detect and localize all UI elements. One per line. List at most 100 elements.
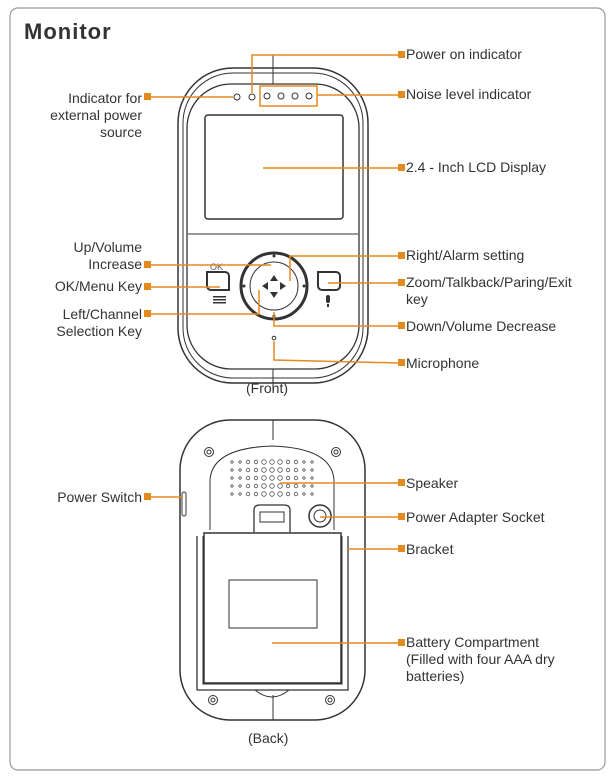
speaker-hole (253, 491, 259, 497)
speaker-hole (269, 459, 275, 465)
label-right-alarm: Right/Alarm setting (406, 247, 525, 263)
speaker-hole (293, 475, 299, 481)
speaker-hole (285, 483, 291, 489)
speaker-hole (285, 475, 291, 481)
speaker-hole (302, 476, 306, 480)
label-line: external power (50, 107, 142, 123)
speaker-hole (302, 468, 306, 472)
speaker-hole (238, 484, 242, 488)
speaker-hole (277, 467, 283, 473)
speaker-hole (269, 491, 275, 497)
label-noise-level-indicator: Noise level indicator (406, 86, 532, 102)
label-line: Zoom/Talkback/Paring/Exit (406, 274, 572, 290)
speaker-hole (230, 468, 234, 472)
label-battery-compartment: Battery Compartment (Filled with four AA… (406, 634, 555, 685)
speaker-hole (285, 459, 291, 465)
page-title: Monitor (24, 19, 112, 44)
speaker-hole (253, 475, 259, 481)
speaker-hole (285, 467, 291, 473)
speaker-hole (277, 459, 283, 465)
label-line: source (99, 124, 142, 140)
label-up-volume: Up/Volume Increase (74, 239, 142, 273)
frame-border (9, 7, 606, 771)
zoom-key (317, 271, 341, 291)
speaker-hole (310, 484, 314, 488)
speaker-hole (253, 467, 259, 473)
back-caption: (Back) (248, 730, 289, 746)
speaker-hole (245, 483, 251, 489)
label-line: Selection Key (56, 323, 142, 339)
speaker-hole (269, 475, 275, 481)
label-line: batteries) (406, 668, 465, 684)
speaker-hole (293, 467, 299, 473)
bracket (196, 536, 349, 691)
speaker-hole (269, 467, 275, 473)
leader-lines (148, 54, 401, 644)
speaker-hole (293, 491, 299, 497)
speaker-hole (310, 492, 314, 496)
label-ok-menu-key: OK/Menu Key (54, 278, 142, 294)
front-caption: (Front) (246, 380, 288, 396)
power-switch (181, 491, 187, 517)
ok-key-text: OK (210, 262, 223, 272)
label-microphone: Microphone (406, 355, 480, 371)
label-line: (Filled with four AAA dry (406, 651, 555, 667)
speaker-hole (238, 468, 242, 472)
speaker-hole (245, 475, 251, 481)
speaker-hole (285, 491, 291, 497)
leader-markers (144, 51, 405, 646)
speaker-hole (277, 483, 283, 489)
speaker-hole (261, 483, 267, 489)
speaker-grille (230, 459, 314, 497)
speaker-hole (238, 476, 242, 480)
label-line: Up/Volume (73, 239, 142, 255)
speaker-hole (269, 483, 275, 489)
speaker-hole (230, 476, 234, 480)
speaker-hole (261, 491, 267, 497)
label-left-channel: Left/Channel Selection Key (56, 306, 142, 340)
speaker-hole (245, 491, 251, 497)
speaker-hole (302, 484, 306, 488)
speaker-hole (310, 476, 314, 480)
speaker-hole (253, 459, 259, 465)
label-speaker: Speaker (406, 475, 459, 491)
speaker-hole (310, 468, 314, 472)
speaker-hole (277, 475, 283, 481)
front-device (177, 55, 369, 390)
speaker-hole (230, 484, 234, 488)
label-lcd-display: 2.4 - Inch LCD Display (406, 159, 547, 175)
speaker-hole (245, 459, 251, 465)
speaker-hole (238, 460, 242, 464)
label-line: Battery Compartment (406, 634, 540, 650)
speaker-hole (230, 492, 234, 496)
lcd-screen (204, 114, 344, 220)
label-line: Left/Channel (62, 306, 142, 322)
back-device (179, 419, 366, 721)
label-power-on-indicator: Power on indicator (406, 46, 522, 62)
label-line: Indicator for (68, 90, 142, 106)
label-zoom-key: Zoom/Talkback/Paring/Exit key (406, 274, 572, 308)
speaker-hole (238, 492, 242, 496)
speaker-hole (293, 483, 299, 489)
front-glyphs (213, 254, 330, 318)
speaker-hole (261, 459, 267, 465)
label-line: key (406, 291, 428, 307)
battery-cover (203, 532, 342, 684)
label-down-volume: Down/Volume Decrease (406, 318, 557, 334)
label-power-switch: Power Switch (57, 489, 142, 505)
speaker-hole (277, 491, 283, 497)
speaker-hole (261, 467, 267, 473)
speaker-hole (261, 475, 267, 481)
label-line: Increase (88, 256, 142, 272)
speaker-hole (253, 483, 259, 489)
d-pad (239, 251, 309, 321)
speaker-hole (302, 460, 306, 464)
speaker-hole (310, 460, 314, 464)
speaker-hole (230, 460, 234, 464)
speaker-hole (245, 467, 251, 473)
label-bracket: Bracket (406, 541, 454, 557)
label-power-adapter-socket: Power Adapter Socket (406, 509, 545, 525)
speaker-hole (302, 492, 306, 496)
speaker-hole (293, 459, 299, 465)
